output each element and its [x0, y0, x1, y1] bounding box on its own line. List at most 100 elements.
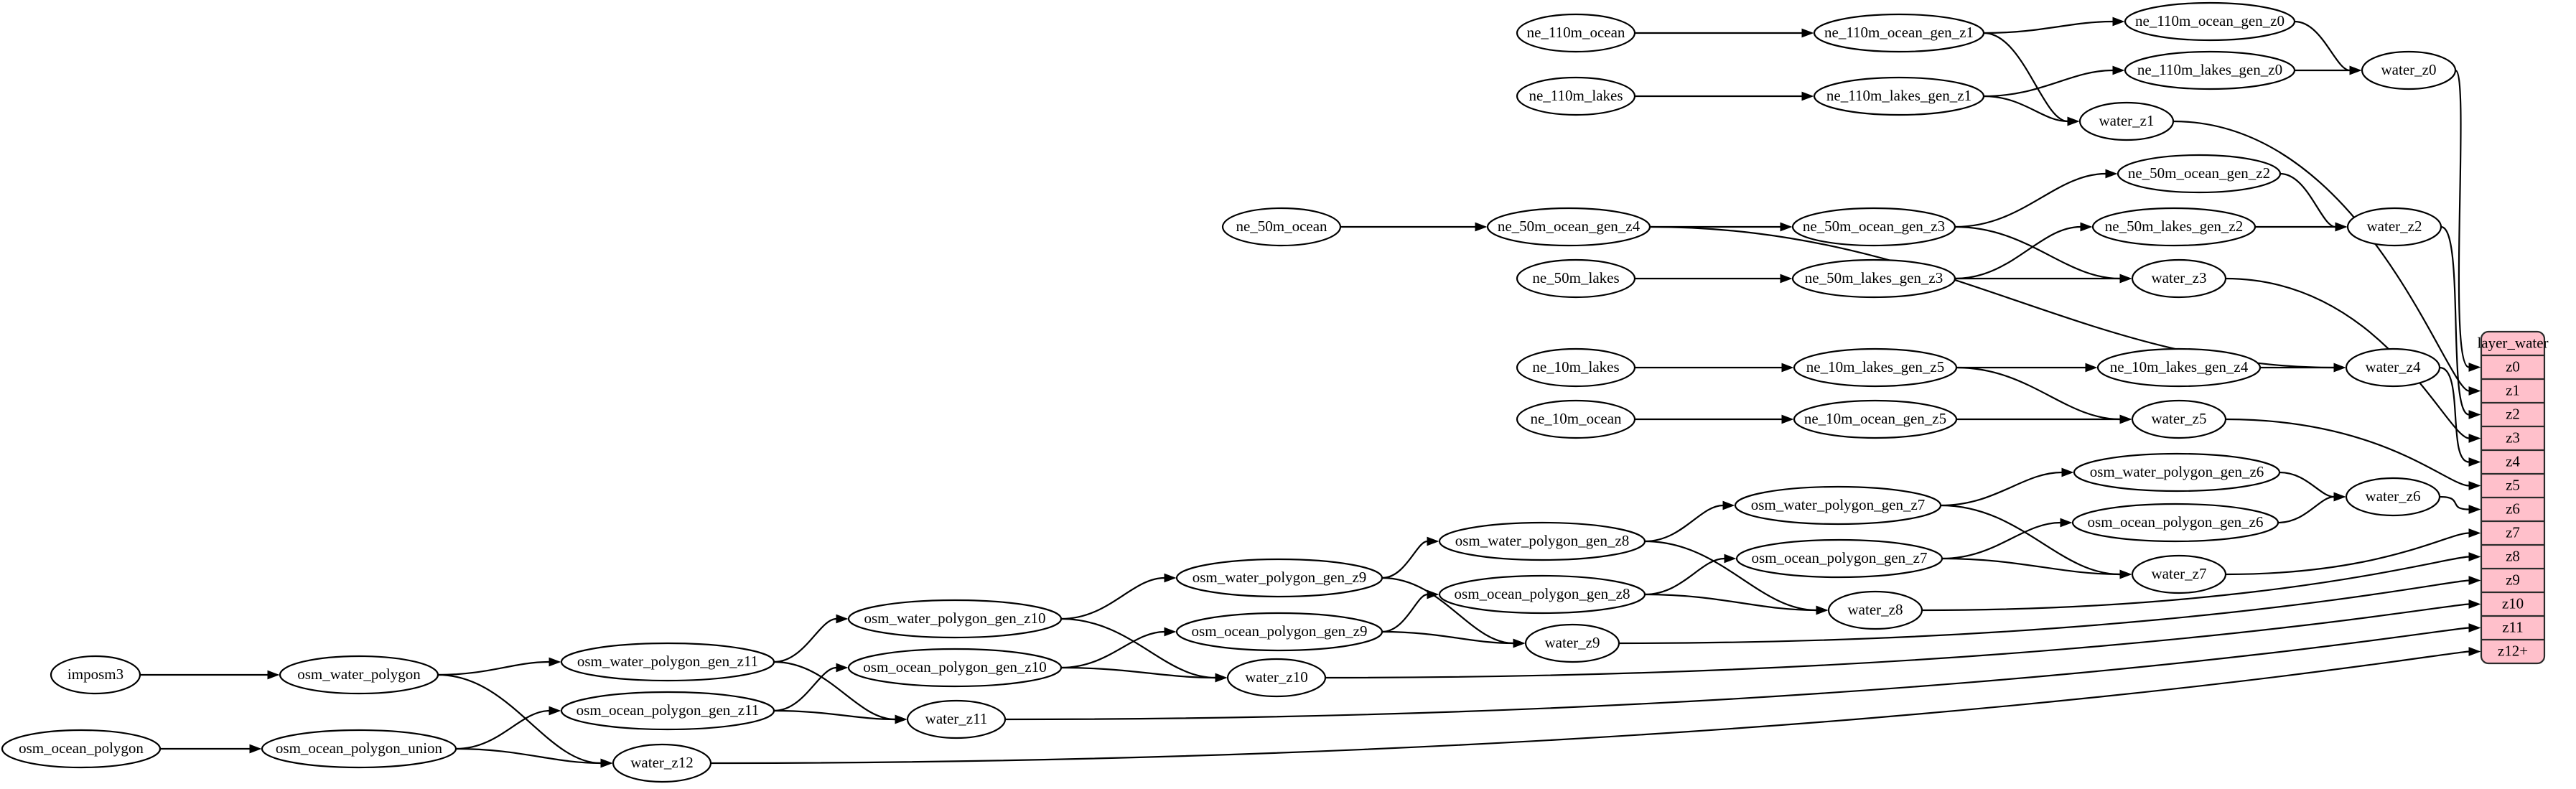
- node-ne_10m_ocean[interactable]: ne_10m_ocean: [1516, 399, 1636, 439]
- node-shape: [906, 699, 1007, 739]
- node-osm_ocean_polygon_gen_z8[interactable]: osm_ocean_polygon_gen_z8: [1438, 574, 1646, 615]
- node-osm_ocean_polygon_gen_z9[interactable]: osm_ocean_polygon_gen_z9: [1175, 612, 1383, 652]
- node-water_z8[interactable]: water_z8: [1827, 590, 1923, 630]
- record-row-z5[interactable]: z5: [2506, 476, 2520, 493]
- node-osm_ocean_polygon_gen_z6[interactable]: osm_ocean_polygon_gen_z6: [2071, 503, 2279, 543]
- record-row-z9[interactable]: z9: [2506, 571, 2520, 588]
- edge-ne_50m_ocean_gen_z4-to-water_z4: [1649, 225, 2335, 369]
- edge-osm_ocean_polygon_union-to-water_z12: [455, 747, 602, 765]
- edge-ne_50m_ocean_gen_z2-to-water_z2: [2279, 172, 2336, 228]
- record-row-z7[interactable]: z7: [2506, 523, 2520, 541]
- record-row-z8[interactable]: z8: [2506, 547, 2520, 564]
- edge-arrowhead: [2468, 386, 2481, 396]
- edge-arrowhead: [2468, 410, 2481, 419]
- node-water_z5[interactable]: water_z5: [2131, 399, 2227, 439]
- edge-arrowhead: [836, 614, 849, 624]
- node-water_z7[interactable]: water_z7: [2131, 554, 2227, 594]
- node-shape: [2345, 347, 2441, 388]
- node-water_z0[interactable]: water_z0: [2361, 50, 2457, 90]
- record-row-z2[interactable]: z2: [2506, 405, 2520, 422]
- node-water_z11[interactable]: water_z11: [906, 699, 1007, 739]
- node-osm_ocean_polygon[interactable]: osm_ocean_polygon: [1, 729, 162, 769]
- edge-osm_ocean_polygon_gen_z9-to-osm_ocean_polygon_gen_z8: [1381, 593, 1428, 633]
- record-row-z12+[interactable]: z12+: [2498, 642, 2528, 659]
- record-row-z6[interactable]: z6: [2506, 500, 2520, 517]
- node-water_z9[interactable]: water_z9: [1524, 623, 1620, 663]
- node-label: ne_50m_lakes: [1532, 269, 1619, 286]
- node-ne_110m_lakes_gen_z1[interactable]: ne_110m_lakes_gen_z1: [1813, 76, 1985, 116]
- node-osm_ocean_polygon_union[interactable]: osm_ocean_polygon_union: [261, 729, 457, 769]
- node-label: ne_50m_lakes_gen_z2: [2105, 218, 2243, 235]
- record-row-z1[interactable]: z1: [2506, 381, 2520, 398]
- node-water_z2[interactable]: water_z2: [2346, 207, 2442, 247]
- record-row-z4[interactable]: z4: [2506, 452, 2520, 470]
- edge-ne_110m_ocean_gen_z0-to-water_z0: [2294, 20, 2351, 72]
- record-row-z10[interactable]: z10: [2502, 594, 2524, 612]
- edge-water_z0-to-layer_water-z0: [2454, 69, 2470, 368]
- node-osm_water_polygon[interactable]: osm_water_polygon: [279, 655, 439, 695]
- record-row-z0[interactable]: z0: [2506, 358, 2520, 375]
- node-shape: [1516, 258, 1636, 299]
- node-ne_50m_lakes_gen_z3[interactable]: ne_50m_lakes_gen_z3: [1791, 258, 1956, 299]
- node-osm_ocean_polygon_gen_z10[interactable]: osm_ocean_polygon_gen_z10: [847, 648, 1063, 688]
- edge-water_z10-to-layer_water-z10: [1325, 603, 2470, 679]
- edge-osm_water_polygon_gen_z7-to-osm_water_polygon_gen_z6: [1940, 471, 2063, 507]
- node-ne_50m_lakes[interactable]: ne_50m_lakes: [1516, 258, 1636, 299]
- node-shape: [560, 691, 775, 731]
- node-water_z12[interactable]: water_z12: [612, 743, 712, 783]
- node-ne_50m_lakes_gen_z2[interactable]: ne_50m_lakes_gen_z2: [2091, 207, 2257, 247]
- node-shape: [2073, 452, 2281, 492]
- edge-arrowhead: [2468, 552, 2481, 561]
- node-ne_10m_lakes_gen_z5[interactable]: ne_10m_lakes_gen_z5: [1793, 347, 1958, 388]
- node-water_z1[interactable]: water_z1: [2078, 101, 2175, 141]
- edge-osm_water_polygon_gen_z10-to-water_z10: [1060, 617, 1216, 679]
- edge-arrowhead: [549, 657, 561, 667]
- node-osm_water_polygon_gen_z8[interactable]: osm_water_polygon_gen_z8: [1438, 521, 1646, 561]
- node-ne_110m_lakes_gen_z0[interactable]: ne_110m_lakes_gen_z0: [2124, 50, 2296, 90]
- node-water_z4[interactable]: water_z4: [2345, 347, 2441, 388]
- edge-arrowhead: [895, 714, 907, 724]
- node-ne_50m_ocean_gen_z3[interactable]: ne_50m_ocean_gen_z3: [1791, 207, 1956, 247]
- node-osm_water_polygon_gen_z11[interactable]: osm_water_polygon_gen_z11: [560, 642, 775, 682]
- node-imposm3[interactable]: imposm3: [50, 655, 141, 695]
- node-shape: [1516, 347, 1636, 388]
- edge-arrowhead: [1722, 500, 1735, 510]
- node-osm_water_polygon_gen_z10[interactable]: osm_water_polygon_gen_z10: [847, 599, 1063, 639]
- node-water_z6[interactable]: water_z6: [2345, 477, 2441, 517]
- record-row-z11[interactable]: z11: [2502, 618, 2524, 635]
- node-ne_50m_ocean_gen_z4[interactable]: ne_50m_ocean_gen_z4: [1486, 207, 1651, 247]
- node-water_z10[interactable]: water_z10: [1226, 658, 1327, 698]
- edge-arrowhead: [600, 758, 613, 768]
- node-ne_10m_lakes[interactable]: ne_10m_lakes: [1516, 347, 1636, 388]
- node-label: ne_110m_ocean_gen_z1: [1824, 24, 1974, 41]
- node-shape: [1827, 590, 1923, 630]
- edge-arrowhead: [836, 663, 849, 673]
- node-osm_water_polygon_gen_z6[interactable]: osm_water_polygon_gen_z6: [2073, 452, 2281, 492]
- node-shape: [1524, 623, 1620, 663]
- node-shape: [1175, 558, 1383, 598]
- node-water_z3[interactable]: water_z3: [2131, 258, 2227, 299]
- edge-osm_ocean_polygon_union-to-osm_ocean_polygon_gen_z11: [455, 709, 550, 750]
- edge-arrowhead: [2061, 467, 2074, 477]
- node-label: water_z2: [2367, 218, 2422, 235]
- node-osm_water_polygon_gen_z7[interactable]: osm_water_polygon_gen_z7: [1734, 485, 1942, 526]
- node-osm_water_polygon_gen_z9[interactable]: osm_water_polygon_gen_z9: [1175, 558, 1383, 598]
- node-osm_ocean_polygon_gen_z7[interactable]: osm_ocean_polygon_gen_z7: [1735, 538, 1943, 579]
- node-ne_110m_ocean_gen_z0[interactable]: ne_110m_ocean_gen_z0: [2124, 1, 2296, 42]
- node-ne_10m_lakes_gen_z4[interactable]: ne_10m_lakes_gen_z4: [2096, 347, 2262, 388]
- edge-arrowhead: [2468, 623, 2481, 632]
- edge-osm_ocean_polygon_gen_z7-to-osm_ocean_polygon_gen_z6: [1941, 521, 2061, 560]
- edge-osm_water_polygon_gen_z8-to-water_z8: [1644, 540, 1817, 612]
- node-ne_50m_ocean_gen_z2[interactable]: ne_50m_ocean_gen_z2: [2117, 154, 2282, 194]
- node-label: ne_10m_ocean_gen_z5: [1804, 410, 1946, 427]
- node-ne_110m_ocean[interactable]: ne_110m_ocean: [1516, 13, 1636, 53]
- record-row-z3[interactable]: z3: [2506, 429, 2520, 446]
- node-ne_110m_ocean_gen_z1[interactable]: ne_110m_ocean_gen_z1: [1813, 13, 1985, 53]
- record-layer: layer_waterz0z1z2z3z4z5z6z7z8z9z10z11z12…: [2477, 330, 2549, 665]
- node-ne_10m_ocean_gen_z5[interactable]: ne_10m_ocean_gen_z5: [1793, 399, 1958, 439]
- node-ne_50m_ocean[interactable]: ne_50m_ocean: [1221, 207, 1342, 247]
- edge-arrowhead: [1427, 589, 1439, 599]
- node-osm_ocean_polygon_gen_z11[interactable]: osm_ocean_polygon_gen_z11: [560, 691, 775, 731]
- node-ne_110m_lakes[interactable]: ne_110m_lakes: [1516, 76, 1636, 116]
